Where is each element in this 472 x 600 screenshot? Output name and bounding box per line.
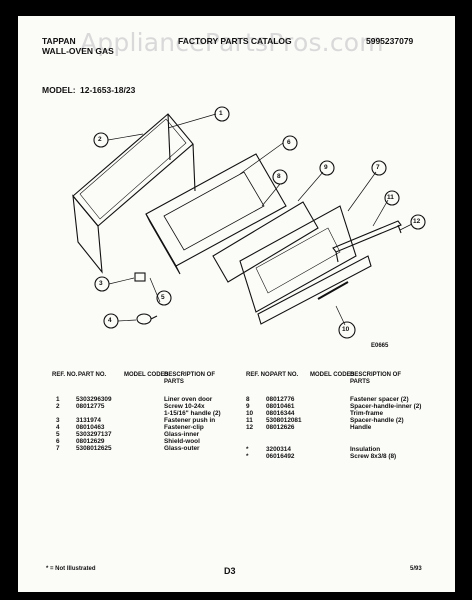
fastener-push-in <box>134 272 146 282</box>
watermark: AppliancePartsPros.com <box>80 28 384 57</box>
page-number: D3 <box>224 566 236 576</box>
col-header-part-right: PART NO. <box>270 372 299 378</box>
col-header-desc: DESCRIPTION OF PARTS <box>164 372 216 385</box>
callout-3: 3 <box>99 280 103 287</box>
callout-6: 6 <box>287 139 291 146</box>
not-illustrated-note: * = Not Illustrated <box>46 566 96 572</box>
model-label: MODEL: <box>42 85 76 95</box>
model-value: 12-1653-18/23 <box>80 85 136 95</box>
product-type: WALL-OVEN GAS <box>42 46 114 56</box>
brand-name: TAPPAN <box>42 36 76 46</box>
door-liner-shape <box>72 113 194 227</box>
col-header-desc-right: DESCRIPTION OF PARTS <box>350 372 402 385</box>
callout-4: 4 <box>108 317 112 324</box>
glass-panel-inner <box>212 201 319 283</box>
callout-10: 10 <box>342 326 350 333</box>
callout-5: 5 <box>161 294 165 301</box>
trim-frame <box>257 255 372 325</box>
col-header-ref: REF. NO. <box>52 372 78 378</box>
fastener-clip <box>136 313 152 325</box>
col-header-part: PART NO. <box>78 372 107 378</box>
figure-code: E0665 <box>371 343 389 349</box>
callout-11: 11 <box>387 194 394 201</box>
catalog-title: FACTORY PARTS CATALOG <box>178 36 292 46</box>
callout-7: 7 <box>376 164 380 171</box>
callout-8: 8 <box>277 173 281 180</box>
inner-glass-frame <box>145 153 287 267</box>
catalog-number: 5995237079 <box>366 36 414 46</box>
catalog-date: 5/93 <box>410 566 422 572</box>
catalog-page: AppliancePartsPros.com TAPPAN WALL-OVEN … <box>18 16 455 592</box>
col-header-ref-right: REF. NO. <box>246 372 272 378</box>
callout-2: 2 <box>98 136 102 143</box>
door-handle <box>332 220 402 253</box>
callout-9: 9 <box>324 164 328 171</box>
callout-1: 1 <box>219 110 223 117</box>
callout-12: 12 <box>413 218 421 225</box>
glass-panel-outer <box>239 205 357 313</box>
col-header-model-right: MODEL CODES <box>310 372 355 378</box>
exploded-parts-diagram <box>72 106 426 339</box>
col-header-model: MODEL CODES <box>124 372 169 378</box>
